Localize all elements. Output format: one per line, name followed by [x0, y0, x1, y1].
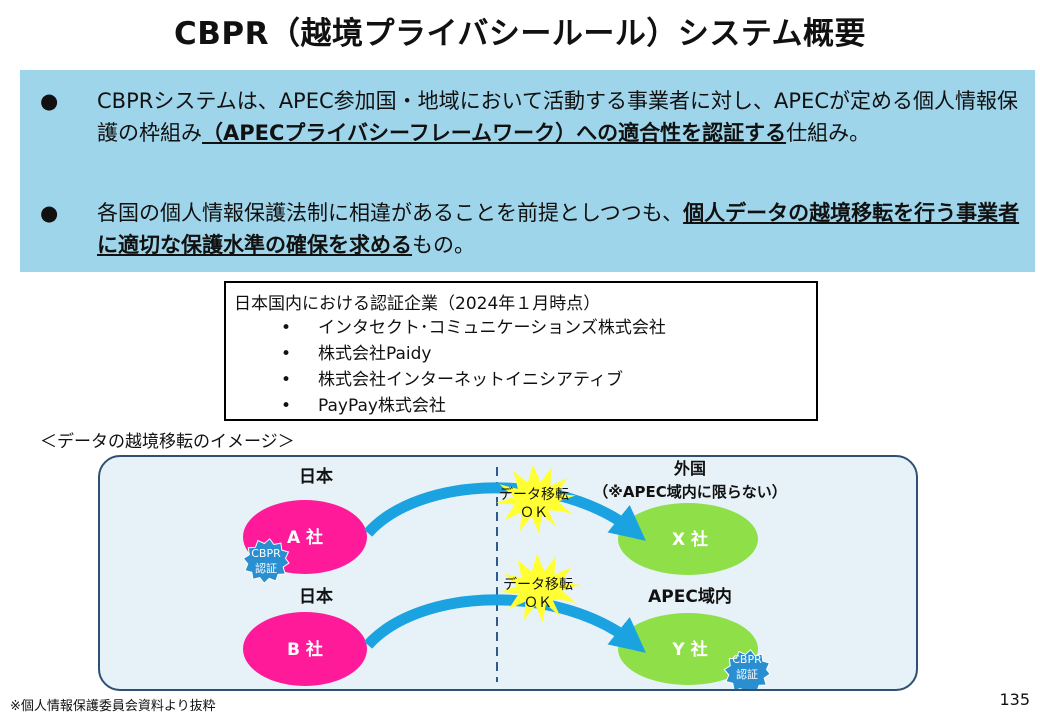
company-x-label: X 社: [672, 529, 708, 550]
transfer-ok-starburst: [496, 464, 576, 534]
bullet-icon: ●: [40, 89, 59, 113]
list-item: • インタセクト･コミュニケーションズ株式会社: [226, 315, 816, 341]
company-name: PayPay株式会社: [318, 396, 446, 416]
company-y-label: Y 社: [671, 639, 707, 660]
transfer-ok-label: データ移転: [499, 486, 569, 503]
transfer-arrow-top: [363, 482, 646, 541]
company-b-label: B 社: [287, 639, 323, 660]
certified-companies-header: 日本国内における認証企業（2024年１月時点）: [234, 294, 601, 314]
summary-emphasis: （APECプライバシーフレームワーク）への適合性を認証する: [202, 121, 787, 145]
transfer-ok-label: ＯＫ: [524, 595, 552, 611]
cbpr-badge-a: [242, 538, 290, 585]
company-name: 株式会社Paidy: [318, 344, 432, 364]
company-name: インタセクト･コミュニケーションズ株式会社: [318, 318, 666, 338]
summary-box: ● CBPRシステムは、APEC参加国・地域において活動する事業者に対し、APE…: [20, 70, 1035, 272]
transfer-arrow-bottom: [363, 594, 646, 653]
summary-emphasis: 個人データの越境移転を行う事業者に適切な保護水準の確保を求める: [97, 201, 1020, 257]
company-name: 株式会社インターネットイニシアティブ: [318, 370, 623, 390]
label-japan-top: 日本: [299, 466, 333, 487]
diagram-caption: ＜データの越境移転のイメージ＞: [40, 432, 295, 452]
label-apec-region: APEC域内: [648, 586, 732, 607]
page-number: 135: [999, 690, 1030, 709]
bullet-icon: •: [281, 318, 292, 338]
bullet-icon: •: [281, 370, 292, 390]
certified-companies-box: 日本国内における認証企業（2024年１月時点） • インタセクト･コミュニケーショ…: [224, 281, 818, 421]
bullet-icon: ●: [40, 201, 59, 225]
badge-text: CBPR: [251, 547, 281, 560]
badge-text: 認証: [255, 561, 277, 575]
bullet-icon: •: [281, 396, 292, 416]
transfer-diagram: 日本 外国 （※APEC域内に限らない） A 社 X 社 データ移転 ＯＫ CB…: [98, 455, 918, 691]
transfer-ok-label: データ移転: [503, 576, 573, 593]
label-japan-bottom: 日本: [299, 586, 333, 607]
page-title: CBPR（越境プライバシールール）システム概要: [174, 16, 866, 52]
summary-text: CBPRシステムは、APEC参加国・地域において活動する事業者に対し、APECが…: [97, 89, 1018, 145]
badge-text: CBPR: [732, 653, 762, 666]
summary-text: もの。: [412, 233, 475, 257]
list-item: • 株式会社Paidy: [226, 341, 816, 367]
transfer-ok-label: ＯＫ: [520, 505, 548, 521]
summary-text: 各国の個人情報保護法制に相違があることを前提としつつも、: [97, 201, 684, 225]
bullet-icon: •: [281, 344, 292, 364]
company-y-node: [618, 613, 758, 685]
cbpr-badge-y: [723, 649, 771, 689]
company-x-node: [618, 503, 758, 575]
badge-text: 認証: [736, 667, 758, 681]
label-foreign: 外国: [673, 459, 706, 478]
certified-companies-list: • インタセクト･コミュニケーションズ株式会社 • 株式会社Paidy • 株式会社イ…: [226, 315, 816, 419]
list-item: • 株式会社インターネットイニシアティブ: [226, 367, 816, 393]
company-b-node: [243, 612, 367, 686]
list-item: • PayPay株式会社: [226, 393, 816, 419]
source-footnote: ※個人情報保護委員会資料より抜粋: [10, 699, 216, 714]
company-a-label: A 社: [287, 527, 323, 548]
transfer-ok-starburst: [500, 553, 580, 623]
label-foreign-note: （※APEC域内に限らない）: [593, 483, 786, 501]
summary-text: 仕組み。: [786, 121, 871, 145]
